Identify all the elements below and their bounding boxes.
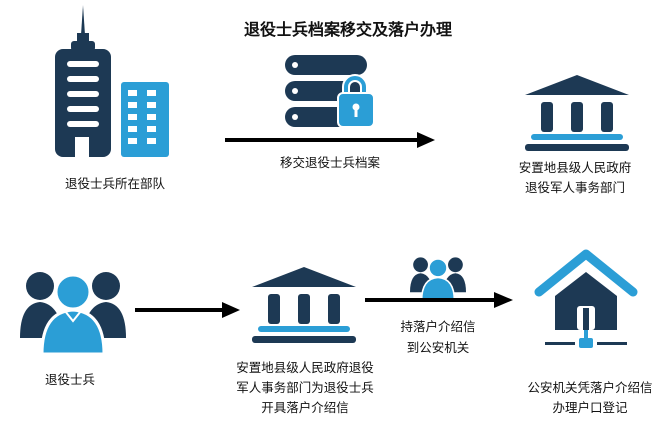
unit-label: 退役士兵所在部队: [64, 176, 165, 191]
arrow-transfer: [225, 132, 435, 148]
carry-line-2: 到公安机关: [406, 340, 470, 355]
agency-bottom-line-3: 开具落户介绍信: [261, 400, 349, 415]
police-line-1: 公安机关凭落户介绍信: [527, 380, 653, 395]
transfer-label: 移交退役士兵档案: [279, 155, 380, 170]
arrow-to-police: [365, 292, 513, 308]
networked-house-icon: [534, 249, 638, 348]
people-group-icon: [410, 257, 466, 302]
agency-top-line-2: 退役军人事务部门: [524, 180, 625, 195]
locked-server-icon: [285, 55, 375, 128]
people-group-icon: [20, 272, 126, 356]
agency-bottom-line-1: 安置地县级人民政府退役: [236, 360, 374, 375]
government-building-icon: [252, 267, 356, 343]
diagram-title: 退役士兵档案移交及落户办理: [243, 20, 452, 39]
police-line-2: 办理户口登记: [552, 400, 628, 415]
soldier-label: 退役士兵: [44, 372, 95, 387]
buildings-icon: [55, 5, 169, 157]
carry-line-1: 持落户介绍信: [400, 319, 476, 334]
arrow-to-agency: [135, 302, 240, 318]
agency-top-line-1: 安置地县级人民政府: [518, 160, 632, 175]
agency-bottom-line-2: 军人事务部门为退役士兵: [236, 380, 374, 395]
government-building-icon: [525, 75, 629, 151]
